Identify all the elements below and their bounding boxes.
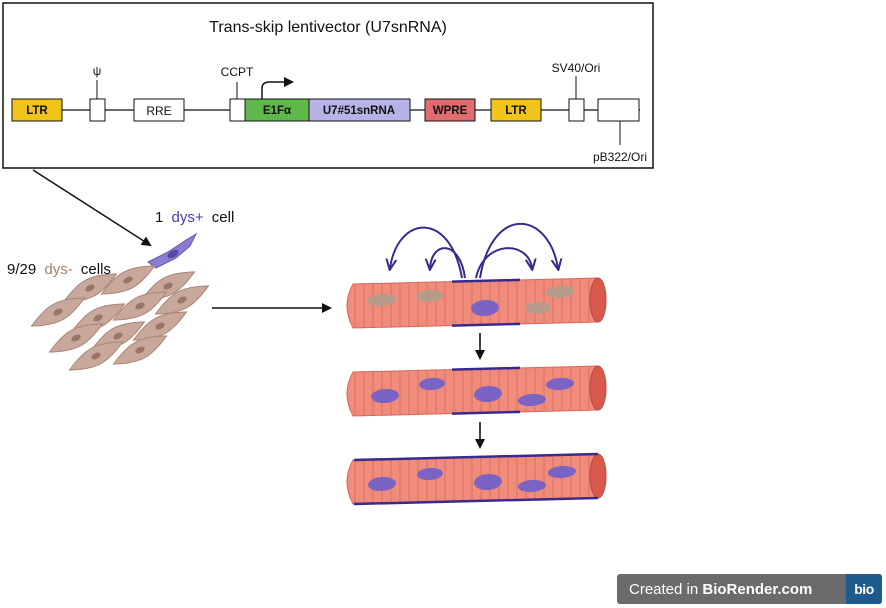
fiber-end-cap: [589, 453, 607, 499]
dystrophin-bottom: [451, 410, 521, 415]
psi-label: ψ: [93, 64, 102, 78]
u7-segment: U7#51snRNA: [308, 98, 411, 122]
wpre-label: WPRE: [433, 105, 468, 117]
rre-label: RRE: [146, 104, 171, 118]
fiber-end-cap: [589, 365, 607, 411]
dys-minus-cell: [68, 341, 124, 371]
dys-plus-nucleus: [371, 388, 399, 404]
dys-minus-nucleus: [416, 289, 444, 303]
dystrophin-top: [353, 452, 599, 462]
dys-plus-suffix: cell: [212, 209, 235, 226]
dys-plus-nucleus: [518, 393, 546, 407]
dys-minus-cell: [48, 323, 104, 353]
dys-plus-word: dys+: [172, 209, 204, 226]
sv40-element: SV40/Ori: [552, 61, 601, 122]
dys-plus-nucleus: [548, 465, 576, 479]
credit-prefix: Created in: [629, 580, 703, 598]
dys-plus-nucleus: [471, 299, 499, 317]
u7-label: U7#51snRNA: [323, 105, 395, 117]
credit-text: Created in BioRender.com: [617, 581, 846, 598]
dys-minus-cell-cluster: [30, 265, 210, 371]
dys-plus-cell: [147, 232, 198, 269]
psi-element: ψ: [89, 64, 106, 122]
dys-minus-nucleus: [368, 293, 396, 307]
biorender-credit: Created in BioRender.com bio: [617, 574, 882, 604]
dys-minus-nucleus: [546, 285, 574, 299]
biorender-logo: bio: [846, 574, 882, 604]
dystrophin-top: [451, 366, 521, 371]
dys-minus-label: 9/29 dys- cells: [7, 261, 111, 278]
dystrophin-top: [451, 278, 521, 283]
spreading-arrows: [390, 222, 558, 279]
dys-plus-nucleus: [546, 377, 574, 391]
dys-minus-suffix: cells: [81, 261, 111, 278]
dys-minus-word: dys-: [44, 261, 72, 278]
dys-minus-cell: [30, 297, 86, 327]
dys-plus-nucleus: [518, 479, 546, 493]
pb322-label: pB322/Ori: [593, 150, 647, 164]
vector-title: Trans-skip lentivector (U7snRNA): [209, 19, 447, 36]
ef1a-segment: E1Fα: [244, 98, 310, 122]
credit-brand: BioRender.com: [702, 580, 813, 598]
wpre-segment: WPRE: [424, 98, 476, 122]
dys-plus-nucleus: [474, 385, 502, 403]
ltr-left-segment: LTR: [11, 98, 63, 122]
muscle-fiber-2: [346, 365, 607, 417]
ccpt-element: CCPT: [221, 65, 254, 122]
dystrophin-bottom: [353, 496, 599, 506]
dys-minus-cell: [154, 285, 210, 315]
dystrophin-bottom: [451, 322, 521, 327]
dys-plus-nucleus: [474, 473, 502, 491]
dys-plus-label: 1 dys+ cell: [155, 209, 234, 226]
dys-plus-count: 1: [155, 209, 163, 226]
promoter-arrow: [261, 77, 294, 99]
muscle-fiber-1: [346, 277, 607, 329]
fiber-end-cap: [589, 277, 607, 323]
pb322-element: pB322/Ori: [593, 98, 647, 164]
vector-frame: [2, 2, 654, 169]
ef1a-label: E1Fα: [263, 105, 291, 117]
dys-minus-cell: [62, 273, 118, 303]
dys-plus-nucleus: [417, 467, 443, 481]
dys-plus-nucleus: [419, 377, 445, 391]
fiber-body: [346, 277, 599, 329]
ltr-right-segment: LTR: [490, 98, 542, 122]
sv40-label: SV40/Ori: [552, 61, 601, 75]
dys-minus-cell: [100, 265, 156, 295]
rre-segment: RRE: [133, 98, 185, 122]
muscle-fiber-3: [346, 452, 607, 506]
dys-minus-nucleus: [525, 301, 551, 315]
dys-minus-cell: [112, 291, 168, 321]
dys-plus-nucleus: [368, 476, 396, 492]
vector-panel: Trans-skip lentivector (U7snRNA) LTR ψ R…: [2, 2, 654, 169]
ltr-right-label: LTR: [505, 105, 527, 117]
ccpt-label: CCPT: [221, 65, 254, 79]
dys-minus-cell: [112, 335, 168, 365]
ltr-left-label: LTR: [26, 105, 48, 117]
dys-minus-count: 9/29: [7, 261, 36, 278]
transduction-arrow: [32, 169, 152, 247]
